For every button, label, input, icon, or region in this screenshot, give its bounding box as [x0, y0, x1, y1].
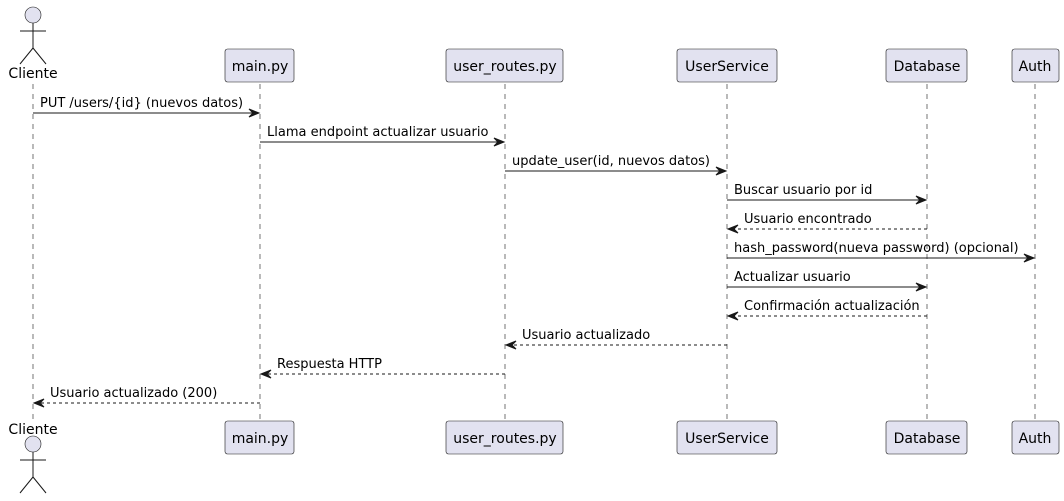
message-label: PUT /users/{id} (nuevos datos): [40, 96, 243, 111]
participant-main-top: main.py: [224, 48, 295, 83]
message-3: update_user(id, nuevos datos): [505, 154, 728, 176]
participant-box: [676, 48, 778, 83]
participant-label: UserService: [685, 431, 769, 447]
arrowhead-icon: [32, 398, 45, 408]
participant-label: UserService: [685, 59, 769, 75]
actor-head-icon: [24, 6, 42, 24]
message-4: Buscar usuario por id: [727, 183, 928, 205]
message-label: Respuesta HTTP: [277, 357, 382, 372]
participant-label: Database: [894, 431, 961, 447]
participant-box: [224, 48, 295, 83]
actor-leg-right-icon: [32, 476, 47, 494]
message-11: Usuario actualizado (200): [32, 386, 260, 408]
arrowhead-icon: [915, 282, 928, 292]
participant-box: [445, 420, 564, 455]
message-label: Usuario encontrado: [744, 212, 872, 227]
participant-service-top: UserService: [676, 48, 778, 83]
participant-auth-top: Auth: [1011, 48, 1060, 83]
participant-main-bottom: main.py: [224, 420, 295, 455]
message-label: Confirmación actualización: [744, 299, 920, 314]
participant-label: Database: [894, 59, 961, 75]
message-2: Llama endpoint actualizar usuario: [260, 125, 506, 147]
participant-box: [676, 420, 778, 455]
participant-box: [1011, 420, 1060, 455]
message-label: Llama endpoint actualizar usuario: [267, 125, 488, 140]
actor-cliente-top: Cliente: [8, 6, 58, 82]
arrowhead-icon: [715, 166, 728, 176]
actor-head-icon: [24, 435, 42, 453]
participant-label: main.py: [232, 59, 289, 75]
participant-label: Auth: [1019, 431, 1052, 447]
message-1: PUT /users/{id} (nuevos datos): [33, 96, 261, 118]
participant-database-bottom: Database: [885, 420, 968, 455]
arrowhead-icon: [504, 340, 517, 350]
message-7: Actualizar usuario: [727, 270, 928, 292]
participant-label: Auth: [1019, 59, 1052, 75]
message-9: Usuario actualizado: [504, 328, 727, 350]
message-label: Actualizar usuario: [734, 270, 851, 285]
message-label: Usuario actualizado (200): [50, 386, 217, 401]
participant-label: user_routes.py: [453, 59, 556, 75]
message-label: hash_password(nueva password) (opcional): [734, 241, 1019, 256]
arrowhead-icon: [726, 311, 739, 321]
arrowhead-icon: [259, 369, 272, 379]
arrowhead-icon: [726, 224, 739, 234]
participant-label: main.py: [232, 431, 289, 447]
message-label: Buscar usuario por id: [734, 183, 872, 198]
message-6: hash_password(nueva password) (opcional): [727, 241, 1036, 263]
message-10: Respuesta HTTP: [259, 357, 505, 379]
participant-label: Cliente: [8, 422, 57, 438]
participant-box: [885, 48, 968, 83]
participant-box: [1011, 48, 1060, 83]
arrowhead-icon: [493, 137, 506, 147]
arrowhead-icon: [248, 108, 261, 118]
participant-box: [885, 420, 968, 455]
actor-leg-right-icon: [32, 47, 47, 65]
message-5: Usuario encontrado: [726, 212, 927, 234]
participant-routes-top: user_routes.py: [445, 48, 564, 83]
actor-leg-left-icon: [19, 47, 34, 65]
participant-database-top: Database: [885, 48, 968, 83]
participant-label: user_routes.py: [453, 431, 556, 447]
message-8: Confirmación actualización: [726, 299, 927, 321]
participant-service-bottom: UserService: [676, 420, 778, 455]
arrowhead-icon: [1023, 253, 1036, 263]
participant-label: Cliente: [8, 66, 57, 82]
participant-auth-bottom: Auth: [1011, 420, 1060, 455]
actor-cliente-bottom: Cliente: [8, 422, 58, 494]
participant-routes-bottom: user_routes.py: [445, 420, 564, 455]
arrowhead-icon: [915, 195, 928, 205]
message-label: update_user(id, nuevos datos): [512, 154, 710, 169]
participant-box: [224, 420, 295, 455]
actor-leg-left-icon: [19, 476, 34, 494]
message-label: Usuario actualizado: [522, 328, 650, 343]
participant-box: [445, 48, 564, 83]
